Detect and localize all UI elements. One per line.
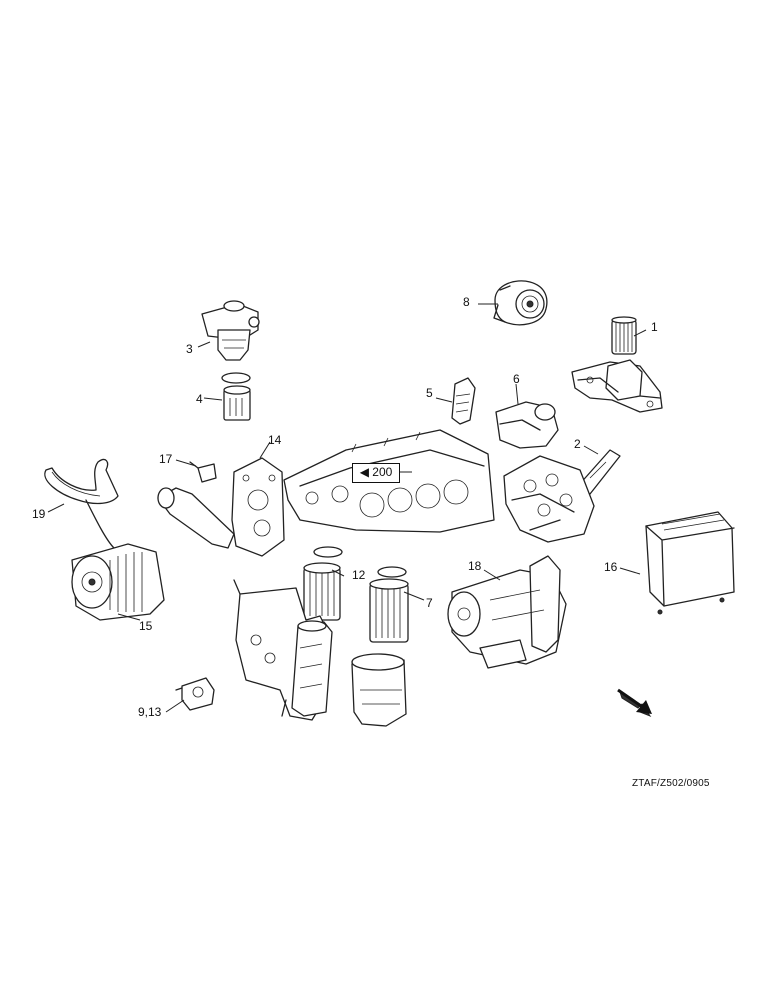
callout-7: 7 <box>426 596 433 610</box>
callout-5: 5 <box>426 386 433 400</box>
part-18-starter-motor <box>447 555 567 669</box>
part-16-control-unit <box>645 511 735 615</box>
cross-reference-box: ◀ 200 <box>352 463 400 483</box>
callout-9-13: 9,13 <box>138 705 162 719</box>
part-3-fuel-filter-head <box>201 300 260 361</box>
callout-15: 15 <box>139 619 153 633</box>
arrow-down-right-icon <box>617 688 652 718</box>
callout-3: 3 <box>186 342 193 356</box>
callout-17: 17 <box>159 452 173 466</box>
callout-14: 14 <box>268 433 282 447</box>
part-19-belt <box>44 458 119 549</box>
part-12-oil-filter <box>303 546 343 621</box>
callout-19: 19 <box>32 507 46 521</box>
callout-6: 6 <box>513 372 520 386</box>
part-1-filter-cartridge <box>611 316 637 355</box>
part-15-alternator <box>71 543 165 621</box>
part-7-fuel-filter <box>351 566 409 727</box>
part-14-timing-cover <box>157 457 285 557</box>
leader-lines <box>47 303 647 713</box>
part-1-filter-housing <box>571 359 663 413</box>
callout-4: 4 <box>196 392 203 406</box>
callout-8: 8 <box>463 295 470 309</box>
callout-18: 18 <box>468 559 482 573</box>
callout-1: 1 <box>651 320 658 334</box>
part-9-13-pressure-sender <box>175 677 215 711</box>
callout-12: 12 <box>352 568 366 582</box>
part-6-pump <box>495 401 559 449</box>
drawing-code: ZTAF/Z502/0905 <box>632 778 710 789</box>
callout-16: 16 <box>604 560 618 574</box>
part-5-sensor <box>451 377 476 425</box>
injection-pump-head <box>503 455 595 543</box>
oil-filter-housing <box>233 579 333 721</box>
part-8-compressor <box>493 280 548 326</box>
callout-2: 2 <box>574 437 581 451</box>
part-4-filter-element <box>221 372 251 421</box>
